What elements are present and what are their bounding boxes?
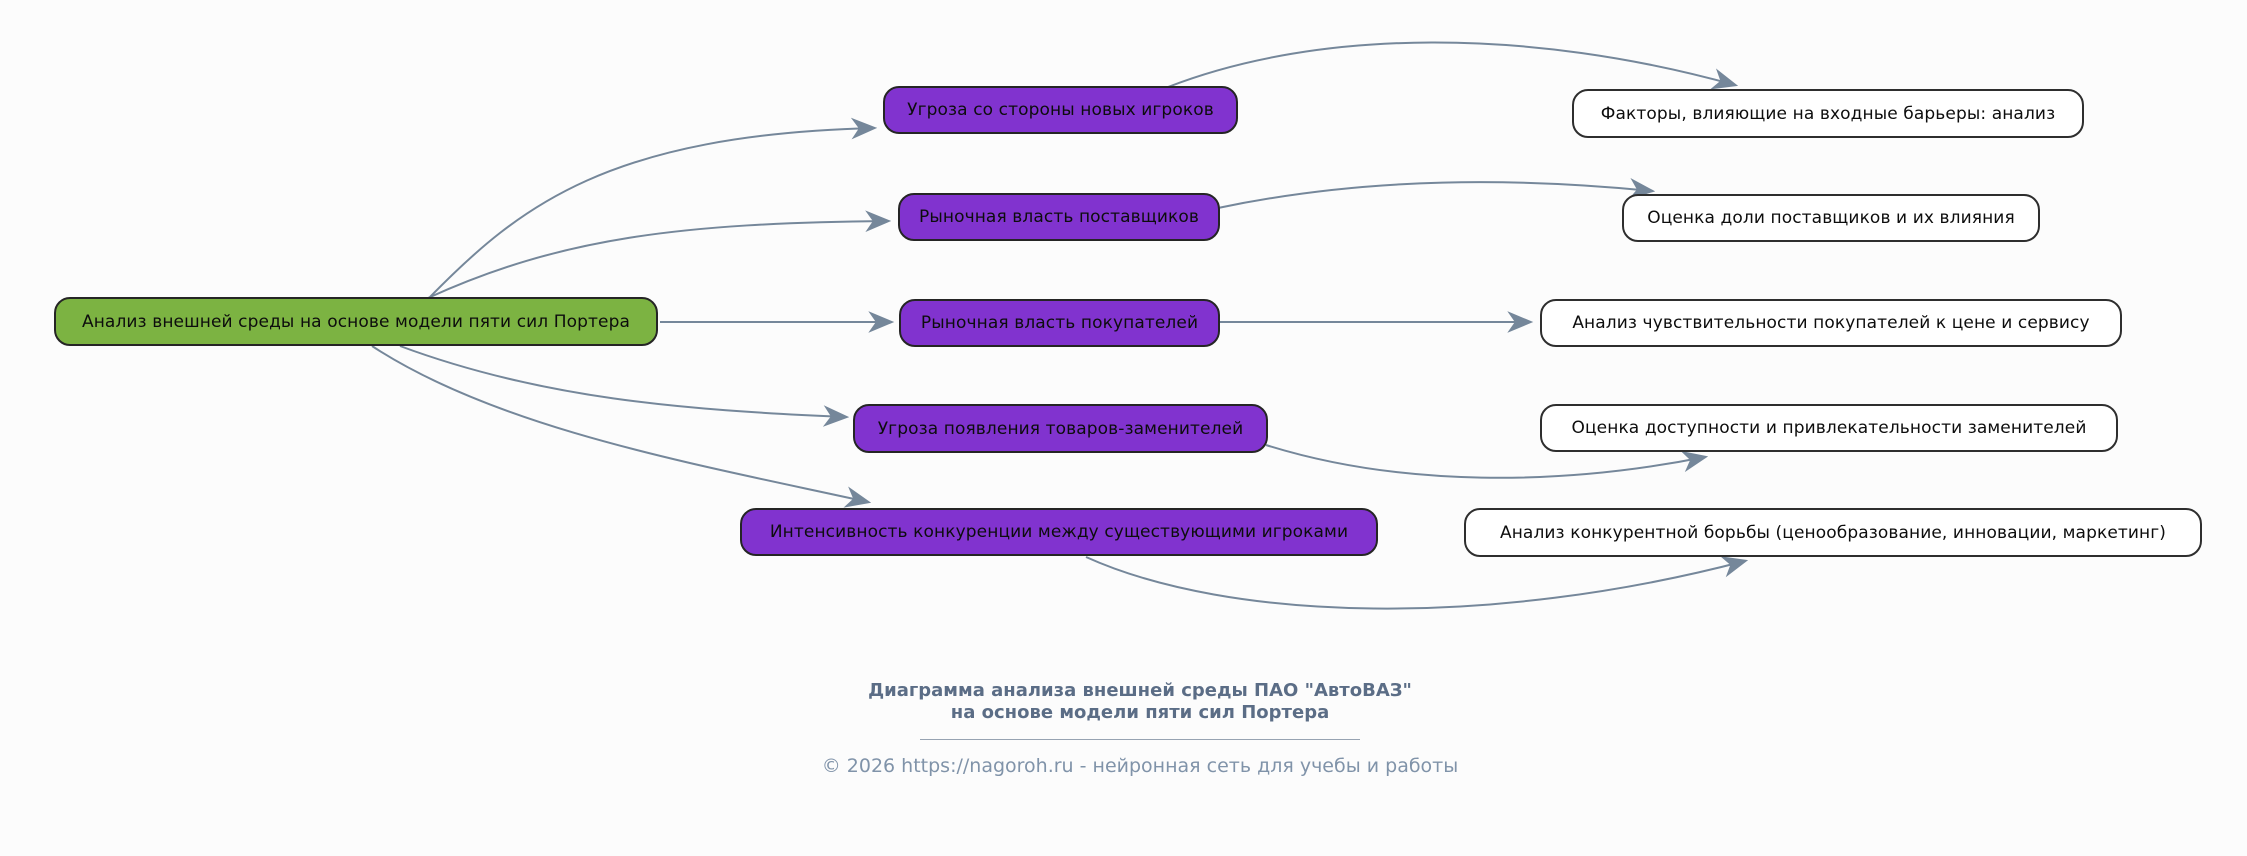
edge-force-2-detail-2 <box>1217 177 1656 209</box>
node-detail-buyer-sensitivity: Анализ чувствительности покупателей к це… <box>1540 299 2122 347</box>
node-detail-competition-analysis: Анализ конкурентной борьбы (ценообразова… <box>1464 508 2202 557</box>
node-root: Анализ внешней среды на основе модели пя… <box>54 297 658 346</box>
node-detail-substitute-availability: Оценка доступности и привлекательности з… <box>1540 404 2118 452</box>
caption-line-2: на основе модели пяти сил Портера <box>950 702 1330 723</box>
edge-root-force-1 <box>429 117 878 298</box>
edge-force-5-detail-5 <box>1085 556 1749 610</box>
node-force-substitutes: Угроза появления товаров-заменителей <box>853 404 1268 453</box>
node-force-new-entrants: Угроза со стороны новых игроков <box>883 86 1238 134</box>
caption-divider <box>920 739 1360 740</box>
node-force-rivalry: Интенсивность конкуренции между существу… <box>740 508 1378 556</box>
edge-force-1-detail-1 <box>1167 41 1739 90</box>
edge-root-force-5 <box>371 345 872 508</box>
node-force-buyer-power: Рыночная власть покупателей <box>899 299 1220 347</box>
node-force-supplier-power: Рыночная власть поставщиков <box>898 193 1220 241</box>
edge-root-force-2 <box>427 210 892 299</box>
edge-root-force-4 <box>399 345 850 427</box>
caption-line-1: Диаграмма анализа внешней среды ПАО "Авт… <box>868 680 1412 701</box>
node-detail-entry-barriers: Факторы, влияющие на входные барьеры: ан… <box>1572 89 2084 138</box>
footer-text: © 2026 https://nagoroh.ru - нейронная се… <box>821 755 1459 777</box>
caption-block: Диаграмма анализа внешней среды ПАО "Авт… <box>790 680 1490 777</box>
node-detail-supplier-share: Оценка доли поставщиков и их влияния <box>1622 194 2040 242</box>
